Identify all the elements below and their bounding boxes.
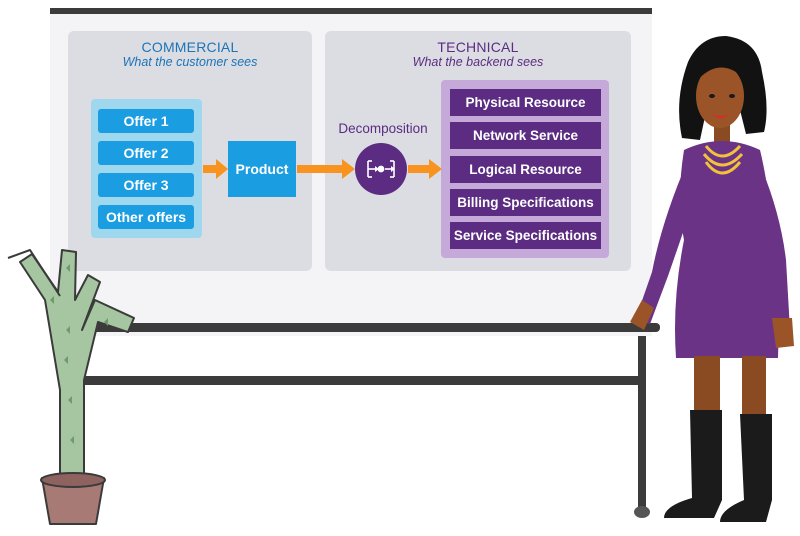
resource-physical: Physical Resource xyxy=(450,89,601,116)
offer-other: Other offers xyxy=(98,205,194,229)
offer-2: Offer 2 xyxy=(98,141,194,165)
resource-logical: Logical Resource xyxy=(450,156,601,183)
commercial-subtitle: What the customer sees xyxy=(122,55,258,69)
decomposition-label: Decomposition xyxy=(338,121,428,136)
product-box: Product xyxy=(228,141,296,197)
cactus-plant xyxy=(7,249,135,525)
offer-1: Offer 1 xyxy=(98,109,194,133)
offer-3: Offer 3 xyxy=(98,173,194,197)
arrow-product-to-decomposition xyxy=(297,159,355,179)
resource-network: Network Service xyxy=(450,122,601,149)
arrow-offers-to-product xyxy=(203,159,228,179)
whiteboard-tray xyxy=(54,323,660,332)
decomposition-node xyxy=(355,143,407,195)
resource-service: Service Specifications xyxy=(450,222,601,249)
presenter-woman xyxy=(630,36,794,522)
decomposition-icon xyxy=(367,160,395,178)
resource-billing: Billing Specifications xyxy=(450,189,601,216)
commercial-title: COMMERCIAL xyxy=(141,39,239,55)
arrow-decomposition-to-resources xyxy=(408,159,442,179)
technical-subtitle: What the backend sees xyxy=(412,55,544,69)
technical-title: TECHNICAL xyxy=(437,39,519,55)
